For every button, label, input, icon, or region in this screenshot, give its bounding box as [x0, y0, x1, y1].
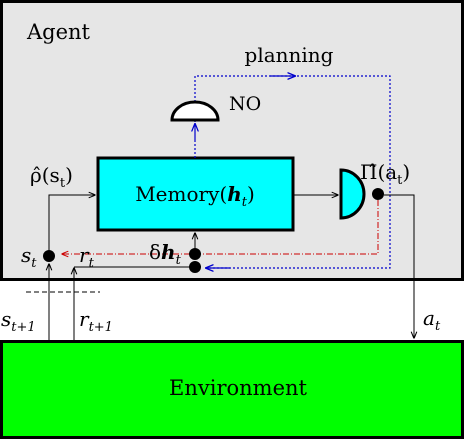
r-t-label: rt [79, 243, 95, 271]
delta-h-node-lower [189, 261, 201, 273]
memory-label: Memory(ht) [135, 182, 255, 210]
action-line [384, 194, 414, 338]
policy-gate-icon [339, 168, 366, 220]
delta-h-label: δht [149, 240, 182, 268]
environment-label: Environment [169, 376, 308, 400]
no-gate-label: NO [229, 93, 261, 115]
rho-label: ρ̂(st) [30, 163, 73, 191]
policy-output-node [372, 188, 384, 200]
feedback-line [62, 200, 379, 254]
no-gate-icon [170, 100, 220, 122]
pi-label: Π̂(at) [360, 160, 410, 188]
s-next-label: st+1 [1, 307, 36, 335]
rho-input-line [48, 195, 95, 250]
delta-h-node [189, 248, 201, 260]
planning-label: planning [245, 43, 334, 67]
r-next-label: rt+1 [79, 307, 113, 335]
planning-loop-line [194, 75, 391, 269]
agent-box [0, 0, 464, 281]
environment-box [0, 340, 464, 439]
s-t-label: st [21, 243, 37, 271]
agent-title: Agent [26, 20, 91, 44]
s-t-node [43, 250, 55, 262]
a-t-label: at [423, 306, 441, 334]
